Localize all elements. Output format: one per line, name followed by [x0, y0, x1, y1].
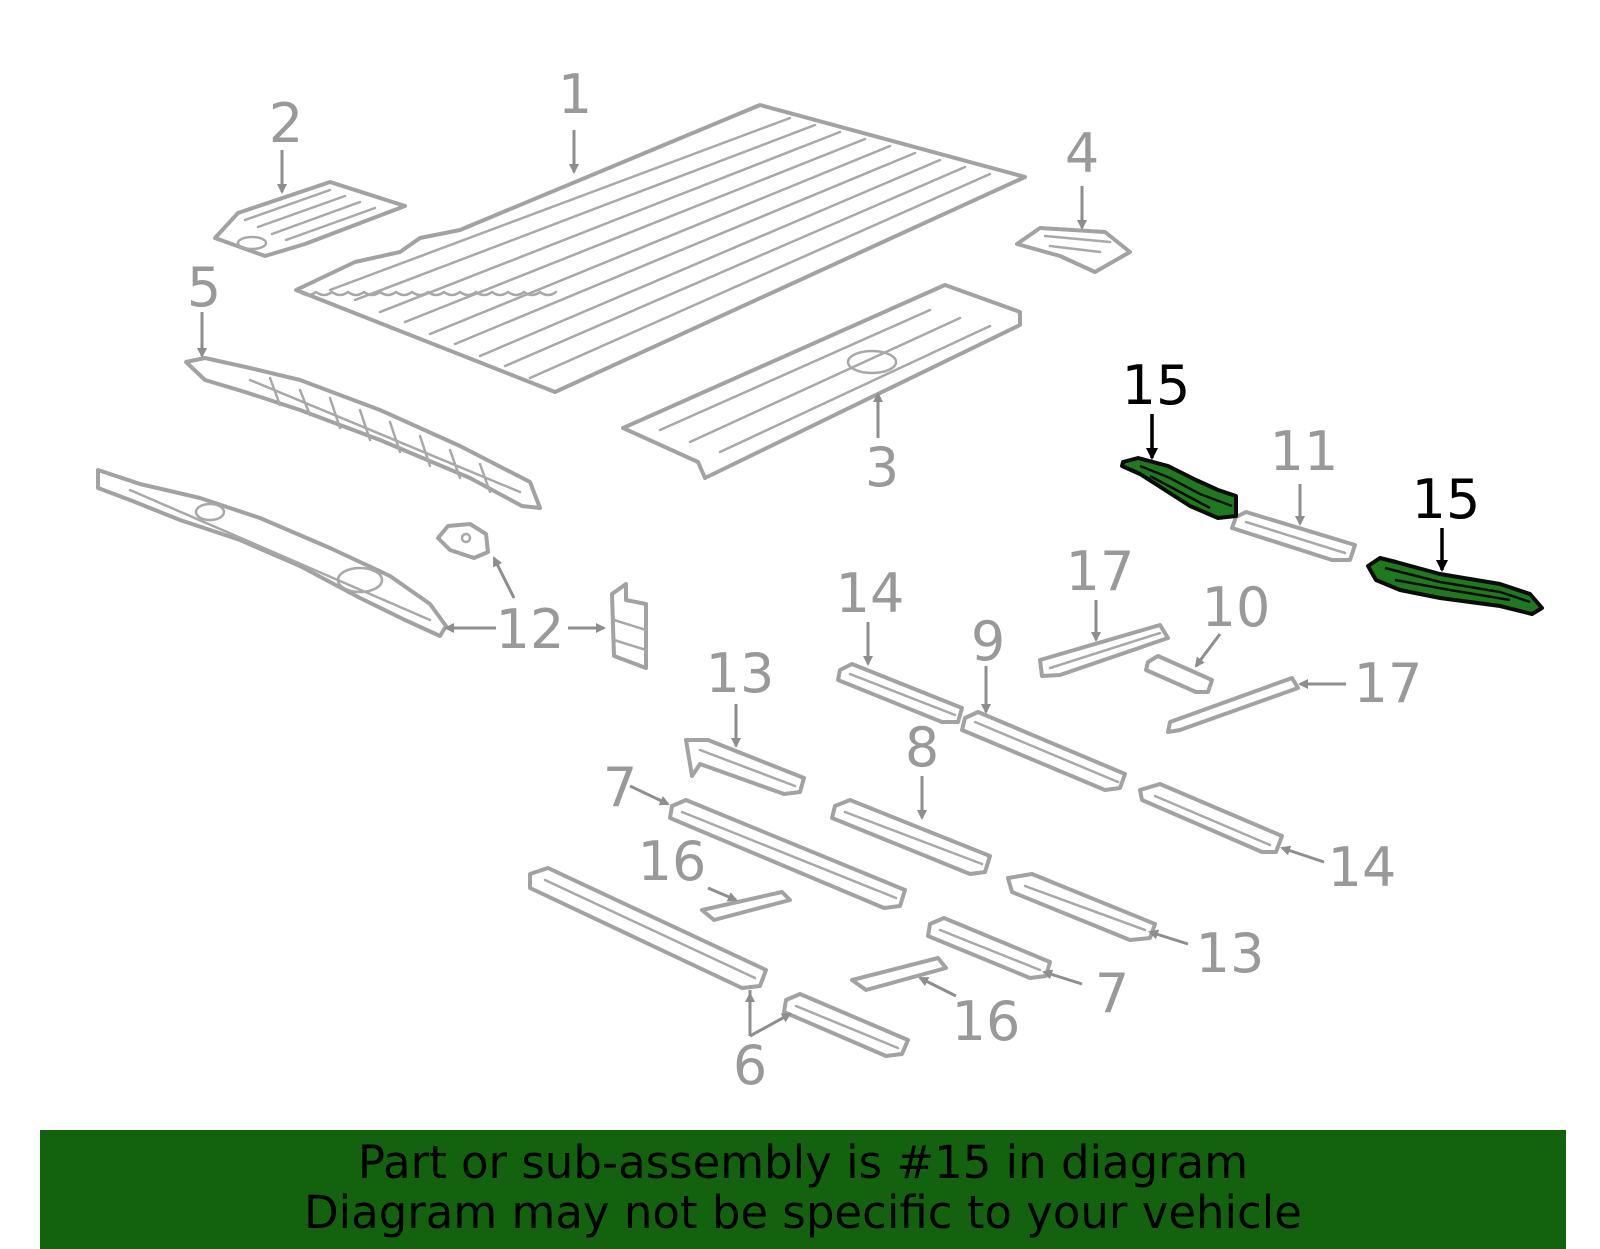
part-12-frame-rail: [96, 468, 448, 638]
callout-14-upper: 14: [836, 562, 905, 625]
callout-13-lower: 13: [1196, 922, 1265, 985]
callout-10: 10: [1202, 576, 1271, 639]
part-7-crossmember-upper: [668, 798, 907, 910]
part-10-crossmember: [1144, 654, 1214, 694]
callout-9: 9: [971, 610, 1005, 673]
callout-3: 3: [865, 436, 899, 499]
callout-5: 5: [187, 256, 221, 319]
callout-7-lower: 7: [1095, 962, 1129, 1025]
part-14-crossmember-lower: [1138, 782, 1284, 854]
callout-16-lower: 16: [952, 990, 1021, 1053]
callout-16-upper: 16: [638, 830, 707, 893]
part-14-crossmember-upper: [836, 662, 964, 724]
part-16-brace-upper: [700, 890, 792, 922]
callout-15-left: 15: [1122, 354, 1191, 417]
callout-17-upper: 17: [1066, 540, 1135, 603]
info-banner: Part or sub-assembly is #15 in diagram D…: [40, 1130, 1566, 1249]
part-17-crossmember-lower: [1166, 676, 1300, 734]
callout-2: 2: [269, 92, 303, 155]
part-9-crossmember: [960, 710, 1127, 792]
banner-line-disclaimer: Diagram may not be specific to your vehi…: [304, 1186, 1302, 1239]
part-3-rear-floor-panel: [621, 283, 1022, 480]
callout-4: 4: [1065, 122, 1099, 185]
callout-7-upper: 7: [603, 756, 637, 819]
part-15-highlight-right: [1366, 556, 1544, 616]
callout-14-lower: 14: [1328, 836, 1397, 899]
part-12-small-bracket: [436, 522, 490, 560]
callout-15-right: 15: [1412, 468, 1481, 531]
part-11-crossmember: [1230, 510, 1357, 562]
part-8-crossmember: [830, 798, 992, 876]
callout-1: 1: [558, 63, 592, 126]
part-2-front-panel: [213, 180, 407, 258]
part-17-crossmember-upper: [1038, 623, 1170, 678]
part-13-crossmember-lower: [1006, 872, 1157, 942]
callout-17-lower: 17: [1354, 652, 1423, 715]
part-13-crossmember-upper: [684, 738, 806, 796]
part-6-sill-short: [782, 992, 910, 1058]
part-4-bracket: [1015, 226, 1132, 274]
leader-lines: [197, 130, 1448, 1038]
part-1-floor-panel: [294, 103, 1027, 394]
callout-6: 6: [733, 1034, 767, 1097]
part-15-highlight-left: [1120, 456, 1238, 520]
parts-diagram: 1 2 4 5 3 15 11 15 12 14 17 10 9 17 13 8…: [96, 63, 1544, 1097]
part-12-vertical-bracket: [610, 582, 648, 670]
callout-13-upper: 13: [706, 642, 775, 705]
part-6-sill-long: [528, 866, 768, 990]
callout-12: 12: [496, 598, 565, 661]
callout-11: 11: [1270, 420, 1339, 483]
banner-line-part: Part or sub-assembly is #15 in diagram: [357, 1136, 1249, 1189]
part-5-cross-sill: [184, 356, 542, 510]
callout-8: 8: [905, 716, 939, 779]
part-16-brace-lower: [850, 956, 948, 992]
